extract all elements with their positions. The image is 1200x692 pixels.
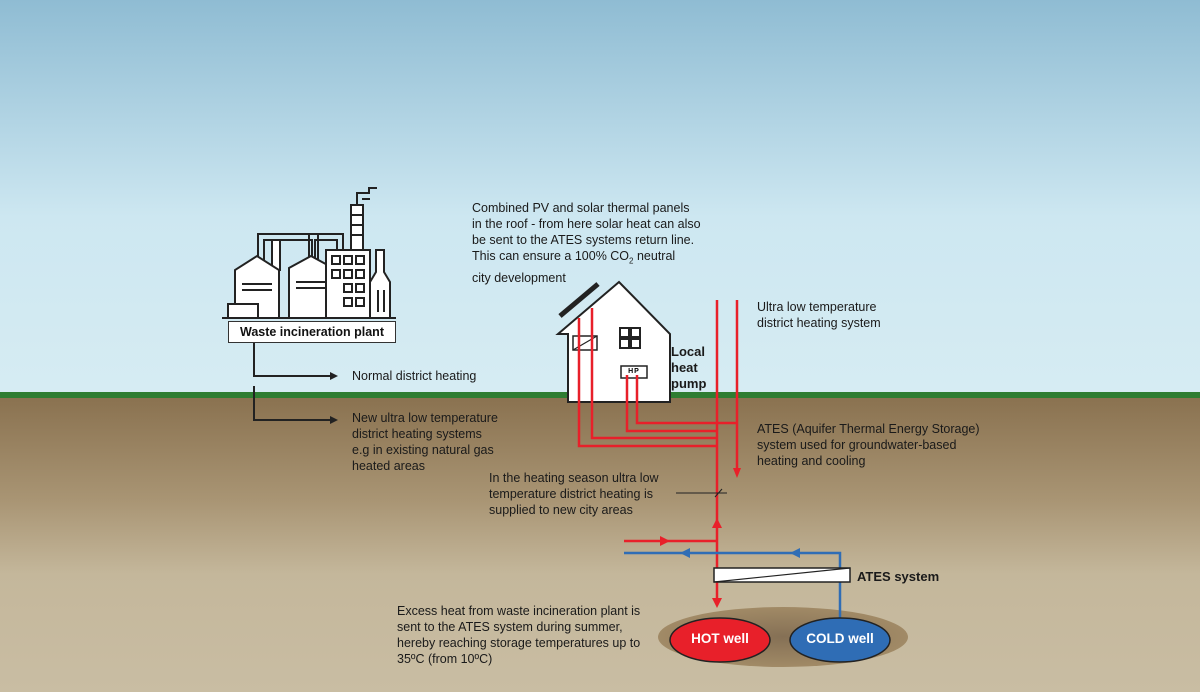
- ult-line-2: district heating system: [757, 316, 881, 330]
- cold-well: [789, 617, 891, 663]
- pv-line-1: Combined PV and solar thermal panels: [472, 201, 690, 215]
- season-line-1: In the heating season ultra low: [489, 471, 659, 485]
- local-heat-pump-label: Local heat pump: [671, 344, 706, 392]
- new-ult-line-1: New ultra low temperature: [352, 411, 498, 425]
- pv-line-3: be sent to the ATES systems return line.: [472, 233, 695, 247]
- hp-line-1: Local: [671, 344, 705, 359]
- excess-line-3: hereby reaching storage temperatures up …: [397, 636, 641, 650]
- excess-heat-label: Excess heat from waste incineration plan…: [397, 603, 640, 667]
- ates-system-label: ATES system: [857, 569, 940, 584]
- ultra-low-system-label: Ultra low temperature district heating s…: [757, 299, 881, 331]
- plant-arrows: [253, 342, 338, 424]
- pv-line-4b: neutral: [633, 249, 676, 263]
- pv-line-4: This can ensure a 100% CO2 neutral: [472, 248, 701, 270]
- new-ult-line-4: heated areas: [352, 459, 425, 473]
- hp-line-2: heat: [671, 360, 698, 375]
- hot-well-label: HOT well: [691, 631, 749, 646]
- co2-subscript: 2: [629, 256, 634, 266]
- season-line-3: supplied to new city areas: [489, 503, 633, 517]
- excess-line-2: sent to the ATES system during summer,: [397, 620, 623, 634]
- wells: [669, 617, 891, 663]
- cold-arrowheads: [680, 548, 800, 558]
- cold-well-label: COLD well: [806, 631, 874, 646]
- pv-line-5: city development: [472, 270, 566, 285]
- pv-line-2: in the roof - from here solar heat can a…: [472, 217, 701, 231]
- excess-line-4: 35ºC (from 10ºC): [397, 652, 493, 666]
- house-exchanger: [572, 335, 598, 351]
- normal-dh-text: Normal district heating: [352, 369, 477, 383]
- normal-district-heating-label: Normal district heating: [352, 368, 476, 384]
- ates-description-label: ATES (Aquifer Thermal Energy Storage) sy…: [757, 421, 980, 469]
- hot-arrowheads: [660, 468, 741, 608]
- season-line-2: temperature district heating is: [489, 487, 653, 501]
- hp-line-3: pump: [671, 376, 707, 391]
- hot-well: [669, 617, 771, 663]
- heating-season-label: In the heating season ultra low temperat…: [489, 470, 659, 518]
- new-ult-line-2: district heating systems: [352, 427, 482, 441]
- solar-panel-icon: [558, 282, 600, 318]
- pv-line-4a: This can ensure a 100% CO: [472, 249, 630, 263]
- hot-pipes: [577, 300, 739, 602]
- hp-box-label: HP: [628, 368, 640, 375]
- pv-panels-label: Combined PV and solar thermal panels in …: [472, 200, 701, 286]
- factory-icon: [222, 187, 396, 319]
- cold-pipes: [624, 551, 842, 620]
- ates-line-1: ATES (Aquifer Thermal Energy Storage): [757, 422, 980, 436]
- ates-exchanger: [713, 567, 851, 583]
- leader-lines: [676, 488, 727, 498]
- ates-line-2: system used for groundwater-based: [757, 438, 957, 452]
- ates-line-3: heating and cooling: [757, 454, 866, 468]
- ult-line-1: Ultra low temperature: [757, 300, 877, 314]
- excess-line-1: Excess heat from waste incineration plan…: [397, 604, 641, 618]
- new-ult-line-3: e.g in existing natural gas: [352, 443, 494, 457]
- plant-label: Waste incineration plant: [228, 321, 396, 343]
- new-ultra-low-label: New ultra low temperature district heati…: [352, 410, 498, 474]
